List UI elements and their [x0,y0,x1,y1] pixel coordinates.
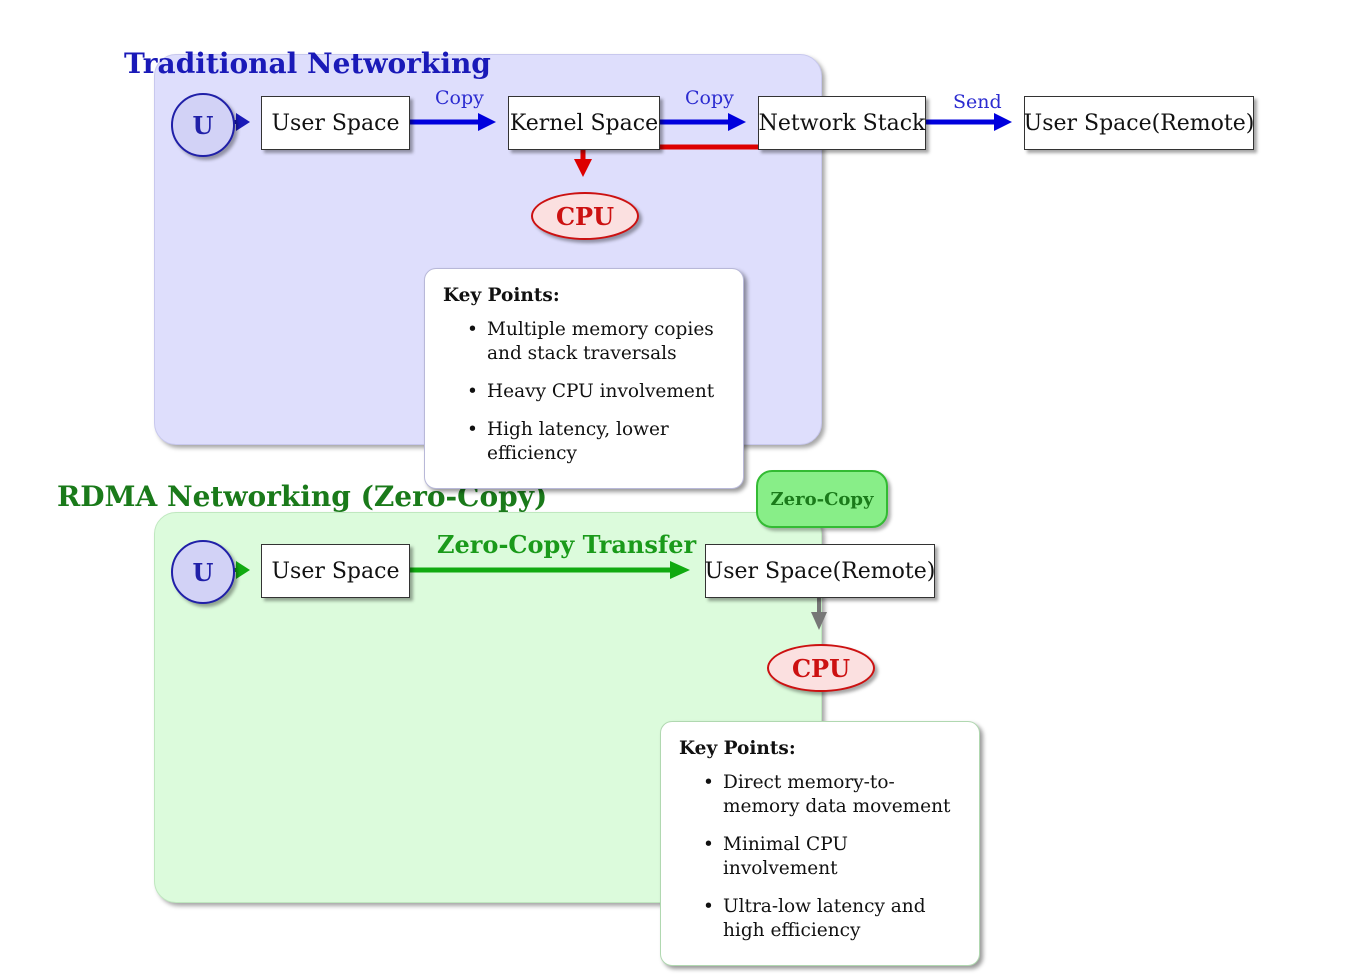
edge-label-zero-copy-transfer: Zero-Copy Transfer [437,530,697,559]
key-point-item: Minimal CPU involvement [703,833,961,881]
arrowhead-send [994,113,1012,131]
traditional-title: Traditional Networking [124,47,491,80]
cpu-node-rdma: CPU [767,644,875,692]
key-points-card-trad: Key Points: Multiple memory copies and s… [424,268,744,489]
edge-label-copy-2: Copy [685,87,734,109]
user-space-box-trad: User Space [261,96,410,150]
network-stack-box: Network Stack [758,96,926,150]
key-point-item: Heavy CPU involvement [467,380,725,404]
key-point-item: Multiple memory copies and stack travers… [467,318,725,366]
key-point-item: High latency, lower efficiency [467,418,725,466]
user-node-rdma: U [171,540,235,604]
kernel-space-box: Kernel Space [508,96,660,150]
remote-user-space-box-rdma: User Space(Remote) [705,544,935,598]
edge-label-send: Send [953,91,1002,113]
key-points-list-trad: Multiple memory copies and stack travers… [443,318,725,466]
zero-copy-badge: Zero-Copy [756,470,888,528]
user-node-trad: U [171,93,235,157]
edge-label-copy-1: Copy [435,87,484,109]
key-points-title-rdma: Key Points: [679,738,796,759]
remote-user-space-box-trad: User Space(Remote) [1024,96,1254,150]
key-points-list-rdma: Direct memory-to-memory data movement Mi… [679,771,961,943]
key-point-item: Ultra-low latency and high efficiency [703,895,961,943]
key-points-title-trad: Key Points: [443,285,560,306]
key-point-item: Direct memory-to-memory data movement [703,771,961,819]
user-space-box-rdma: User Space [261,544,410,598]
key-points-card-rdma: Key Points: Direct memory-to-memory data… [660,721,980,966]
cpu-node-trad: CPU [531,192,639,240]
